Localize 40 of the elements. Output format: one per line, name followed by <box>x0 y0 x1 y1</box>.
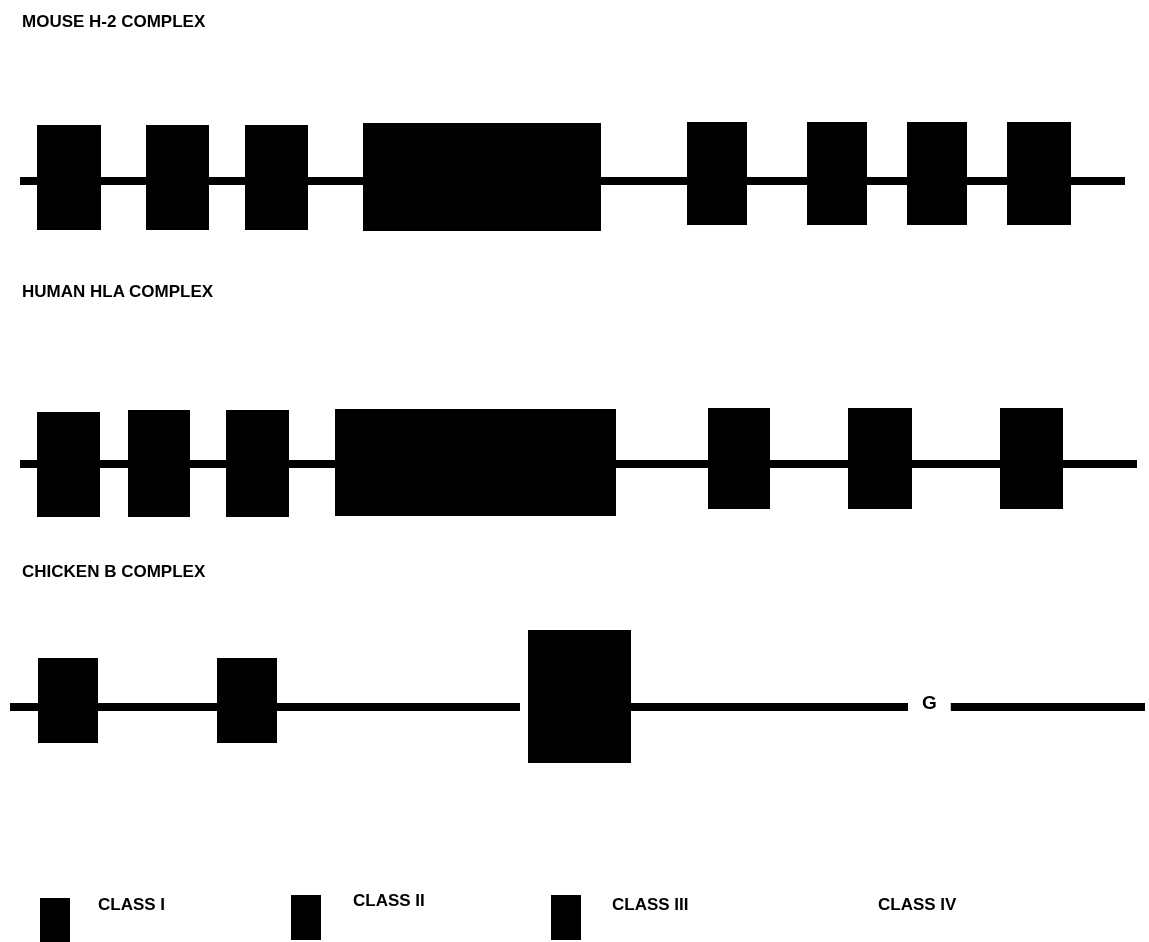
connector-line <box>770 460 848 468</box>
gene-block <box>38 658 98 743</box>
gene-block <box>907 122 967 225</box>
gene-block <box>687 122 747 225</box>
legend-label: CLASS IV <box>878 895 957 915</box>
connector-line <box>209 177 245 185</box>
section-heading: CHICKEN B COMPLEX <box>22 562 206 582</box>
connector-line <box>967 177 1007 185</box>
connector-line <box>101 177 146 185</box>
legend-label: CLASS II <box>353 891 425 911</box>
gene-block <box>37 412 100 517</box>
gene-block <box>708 408 770 509</box>
gene-block <box>848 408 912 509</box>
gene-block <box>807 122 867 225</box>
legend-label: CLASS III <box>612 895 689 915</box>
gene-block <box>1000 408 1063 509</box>
gene-label: G <box>922 692 937 714</box>
gene-block <box>217 658 277 743</box>
connector-line <box>601 177 687 185</box>
gene-block <box>226 410 289 517</box>
gene-block <box>37 125 101 230</box>
legend-label: CLASS I <box>98 895 166 915</box>
section-heading: MOUSE H-2 COMPLEX <box>22 12 206 32</box>
connector-line <box>190 460 226 468</box>
gene-block <box>1007 122 1071 225</box>
gene-block <box>146 125 209 230</box>
gene-block <box>335 409 616 516</box>
connector-line <box>289 460 335 468</box>
gene-block <box>245 125 308 230</box>
gene-block <box>528 630 631 763</box>
connector-line <box>308 177 363 185</box>
connector-line <box>98 703 217 711</box>
connector-line <box>912 460 1000 468</box>
connector-line <box>100 460 128 468</box>
section-heading: HUMAN HLA COMPLEX <box>22 282 214 302</box>
gene-block <box>363 123 601 231</box>
connector-line <box>616 460 708 468</box>
connector-line <box>747 177 807 185</box>
connector-line <box>867 177 907 185</box>
gene-block <box>128 410 190 517</box>
